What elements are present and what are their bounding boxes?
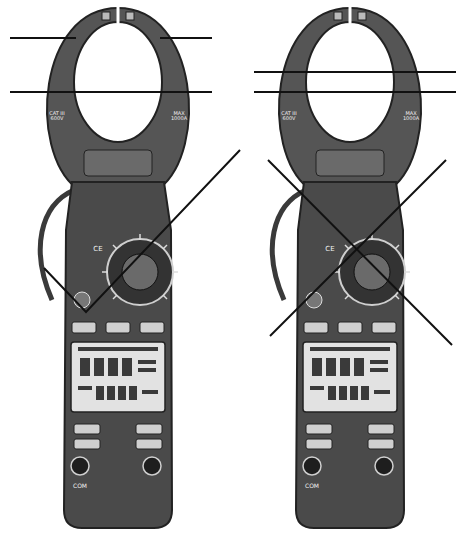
rating-label: MAX 1000A <box>168 111 190 122</box>
right-conductors <box>254 72 456 92</box>
jack-label: COM <box>300 483 324 489</box>
left-conductor-part <box>10 91 212 93</box>
left-conductor-part <box>10 37 76 39</box>
jack-label: COM <box>68 483 92 489</box>
rating-label: MAX 1000A <box>400 111 422 122</box>
cross-mark-part <box>268 160 452 345</box>
right-meter <box>272 7 421 528</box>
right-conductors-part <box>254 91 456 93</box>
left-conductor <box>10 38 212 92</box>
left-meter <box>40 7 189 528</box>
right-conductors-part <box>254 71 456 73</box>
check-mark <box>44 150 240 312</box>
mark-label: CE <box>320 246 340 253</box>
rating-label: CAT III 600V <box>46 111 68 122</box>
mark-label: CE <box>88 246 108 253</box>
left-conductor-part <box>160 37 212 39</box>
rating-label: CAT III 600V <box>278 111 300 122</box>
cross-mark <box>268 160 452 345</box>
cross-mark-part <box>270 160 446 336</box>
